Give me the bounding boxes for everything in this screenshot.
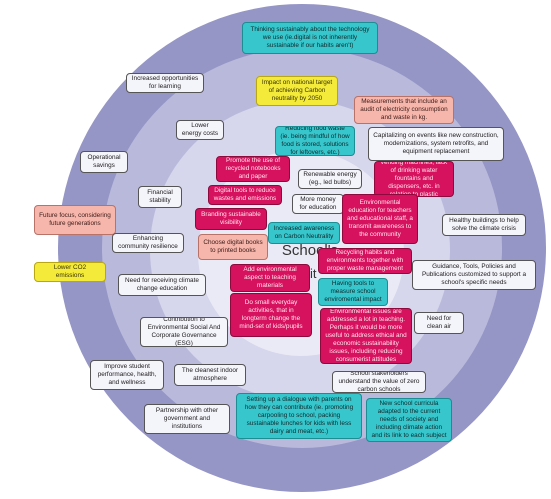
sticky-note[interactable]: Guidance, Tools, Policies and Publicatio… xyxy=(412,260,536,290)
sticky-note[interactable]: Impact on national target of achieving C… xyxy=(256,76,338,106)
sticky-note[interactable]: Increased opportunities for learning xyxy=(126,73,204,93)
sticky-note[interactable]: Digital tools to reduce wastes and emiss… xyxy=(208,185,282,205)
sticky-note[interactable]: Setting up a dialogue with parents on ho… xyxy=(236,393,362,439)
sticky-note[interactable]: Need for clean air xyxy=(414,312,464,334)
sticky-note[interactable]: Branding sustainable visibility xyxy=(195,208,267,230)
sticky-note[interactable]: Environmental issues are addressed a lot… xyxy=(320,308,412,364)
sticky-note[interactable]: Future focus, considering future generat… xyxy=(34,205,116,235)
sticky-note[interactable]: Thinking sustainably about the technolog… xyxy=(242,22,378,54)
sticky-note[interactable]: New school curricula adapted to the curr… xyxy=(366,398,452,442)
sticky-note[interactable]: Add environmental aspect to teaching mat… xyxy=(230,264,310,292)
sticky-note[interactable]: Capitalizing on events like new construc… xyxy=(368,127,504,161)
sticky-note[interactable]: Promote the use of recycled notebooks an… xyxy=(216,156,290,182)
sticky-note[interactable]: Enhancing community resilience xyxy=(112,233,184,253)
sticky-note[interactable]: Consider the impact of vending machines,… xyxy=(374,161,454,197)
sticky-note[interactable]: Lower CO2 emissions xyxy=(34,262,106,282)
sticky-note[interactable]: Having tools to measure school enviromen… xyxy=(318,278,388,306)
sticky-note[interactable]: Choose digital books to printed books xyxy=(198,234,268,260)
sticky-note[interactable]: The cleanest indoor atmosphere xyxy=(174,364,246,386)
sticky-note[interactable]: Financial stability xyxy=(138,186,182,208)
sticky-note[interactable]: Healthy buildings to help solve the clim… xyxy=(442,214,526,236)
center-subtitle: it xyxy=(310,266,317,281)
sticky-note[interactable]: Renewable energy (eg., led bulbs) xyxy=(298,169,362,189)
sticky-note[interactable]: Lower energy costs xyxy=(176,120,224,140)
sticky-note[interactable]: Do small everyday activities, that in lo… xyxy=(230,293,312,337)
sticky-note[interactable]: Measurements that include an audit of el… xyxy=(354,96,454,124)
sticky-note[interactable]: Need for receiving climate change educat… xyxy=(118,274,206,296)
sticky-note[interactable]: Operational savings xyxy=(80,151,128,173)
sticky-note[interactable]: Reducing food waste (ie. being mindful o… xyxy=(275,126,355,156)
sticky-note[interactable]: Recycling habits and environments togeth… xyxy=(318,248,412,274)
sticky-note[interactable]: Improve student performance, health, and… xyxy=(90,360,164,390)
sticky-note[interactable]: School stakeholders understand the value… xyxy=(332,371,426,393)
sticky-note[interactable]: Environmental education for teachers and… xyxy=(342,194,418,244)
sticky-note[interactable]: More money for education xyxy=(292,194,344,214)
sticky-note[interactable]: Partnership with other government and in… xyxy=(144,404,230,434)
sticky-note[interactable]: Contribution to Environmental Social And… xyxy=(140,317,228,347)
sticky-note[interactable]: Increased awareness on Carbon Neutrality xyxy=(268,222,340,244)
